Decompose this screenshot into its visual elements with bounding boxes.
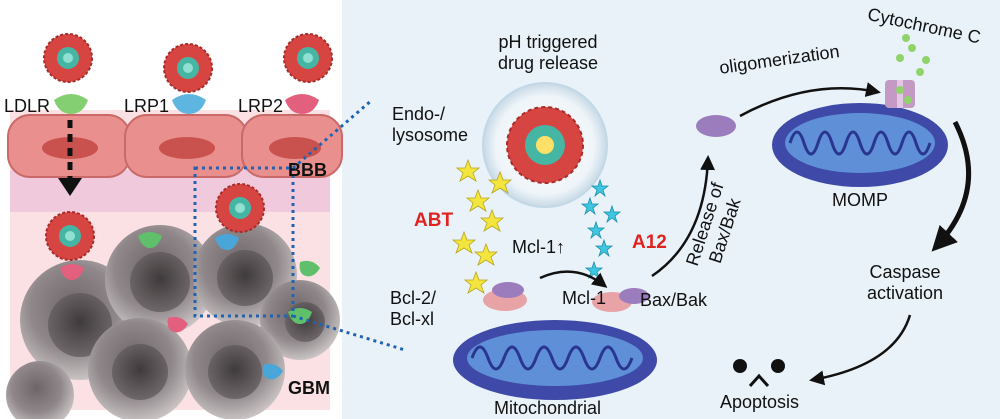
a12-molecule	[594, 238, 614, 258]
receptor-green	[288, 308, 312, 324]
mcl1-up-arrow	[539, 270, 608, 288]
bcl2-bound-protein	[492, 282, 524, 298]
a12-molecule	[580, 196, 600, 216]
abt-molecule	[463, 270, 489, 294]
mitochondrion-inner	[467, 330, 643, 386]
oligomerization-arrow	[739, 82, 881, 118]
a12-molecule	[590, 178, 610, 198]
mcl1-up-label: Mcl-1↑	[512, 237, 565, 257]
bbb-label: BBB	[288, 160, 327, 180]
release-arrow	[651, 155, 716, 278]
baxbak-protein	[619, 288, 649, 304]
free-baxbak-protein	[696, 115, 736, 137]
nanoparticle	[43, 33, 93, 83]
tumor-cell-nucleus	[48, 293, 112, 357]
abt-molecule	[473, 242, 499, 266]
baxbak-label: Bax/Bak	[640, 290, 708, 310]
gbm-label: GBM	[288, 378, 330, 398]
nucleus	[269, 137, 321, 159]
tumor-cell-nucleus	[112, 344, 168, 400]
apoptosis-arrow	[809, 314, 912, 386]
zoom-frame	[193, 166, 295, 318]
a12-drug-molecules	[580, 178, 622, 280]
abt-molecule	[465, 188, 491, 212]
lrp1-receptor	[172, 94, 206, 114]
receptor-pink	[60, 264, 84, 280]
tumor-cell-nucleus	[217, 250, 273, 306]
a12-molecule	[586, 220, 606, 240]
abt-molecule	[451, 230, 477, 254]
endosome-label: Endo-/ lysosome	[392, 104, 469, 145]
receptor-blue	[262, 363, 283, 380]
receptor-pink	[167, 316, 188, 333]
drug-releasing-particle	[506, 106, 584, 184]
cristae	[470, 345, 634, 371]
caspase-label: Caspase activation	[866, 262, 944, 303]
nucleus	[159, 137, 215, 159]
zoom-line-bottom	[292, 314, 406, 352]
receptor-green	[138, 232, 162, 248]
abt-label: ABT	[414, 210, 454, 231]
nanoparticle	[215, 183, 265, 233]
abt-molecule	[487, 170, 513, 194]
nanoparticle	[283, 33, 333, 83]
nanoparticle	[45, 211, 95, 261]
transcytosis-arrowhead	[58, 178, 82, 196]
right-panel-background	[340, 0, 1000, 419]
mitochondrial-label: Mitochondrial	[494, 398, 602, 418]
cristae	[788, 130, 932, 156]
abt-drug-molecules	[451, 158, 513, 294]
tumor-cell-nucleus	[208, 345, 262, 399]
lrp2-label: LRP2	[238, 96, 284, 116]
momp-label: MOMP	[832, 190, 888, 210]
lrp2-receptor	[285, 94, 319, 114]
a12-label: A12	[632, 232, 667, 253]
tumor-cell-nucleus	[130, 252, 190, 312]
nanoparticle	[163, 43, 213, 93]
bcl2-label: Bcl-2/ Bcl-xl	[390, 288, 437, 329]
apoptosis-label: Apoptosis	[720, 392, 800, 412]
lrp1-label: LRP1	[124, 96, 170, 116]
mitochondrion-top	[772, 103, 948, 187]
receptor-blue	[215, 234, 239, 250]
caspase-arrow	[931, 120, 972, 252]
bbb-layer	[7, 114, 343, 178]
nanoparticles	[43, 33, 333, 261]
zoom-line-top	[292, 98, 373, 170]
ldlr-label: LDLR	[4, 96, 51, 116]
mitochondrion-bottom	[453, 320, 657, 400]
receptor-green	[299, 260, 320, 277]
sad-face-icon	[733, 359, 785, 388]
tumor-receptors	[60, 232, 320, 380]
abt-molecule	[455, 158, 481, 182]
cytochrome-c-molecules	[896, 34, 930, 104]
drug-release-label: pH triggered drug release	[497, 32, 599, 73]
ldlr-receptor	[54, 94, 88, 114]
tumor-cell	[6, 361, 74, 419]
abt-molecule	[479, 208, 505, 232]
a12-molecule	[602, 204, 622, 224]
mcl1-label: Mcl-1	[562, 288, 606, 308]
